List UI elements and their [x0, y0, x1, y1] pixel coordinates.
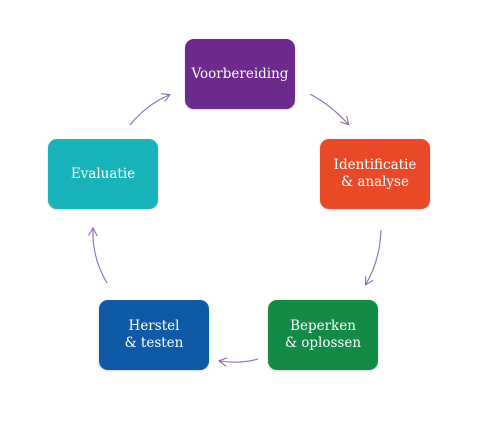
- step-herstel-testen: Herstel & testen: [99, 300, 209, 370]
- arrow-voorbereiding-to-identificatie: [309, 93, 348, 124]
- step-identificatie-analyse-label: Identificatie & analyse: [333, 157, 417, 190]
- step-beperken-oplossen: Beperken & oplossen: [268, 300, 378, 370]
- arrow-beperken-to-herstel: [220, 359, 259, 362]
- arrow-identificatie-to-beperken: [366, 229, 382, 284]
- step-voorbereiding-label: Voorbereiding: [191, 65, 289, 82]
- step-evaluatie-label: Evaluatie: [70, 165, 136, 182]
- step-evaluatie: Evaluatie: [48, 139, 158, 209]
- step-herstel-testen-label: Herstel & testen: [124, 318, 184, 351]
- step-identificatie-analyse: Identificatie & analyse: [320, 139, 430, 209]
- step-beperken-oplossen-label: Beperken & oplossen: [284, 318, 362, 351]
- step-voorbereiding: Voorbereiding: [185, 39, 295, 109]
- arrow-evaluatie-to-voorbereiding: [129, 95, 169, 126]
- arrow-herstel-to-evaluatie: [93, 229, 108, 284]
